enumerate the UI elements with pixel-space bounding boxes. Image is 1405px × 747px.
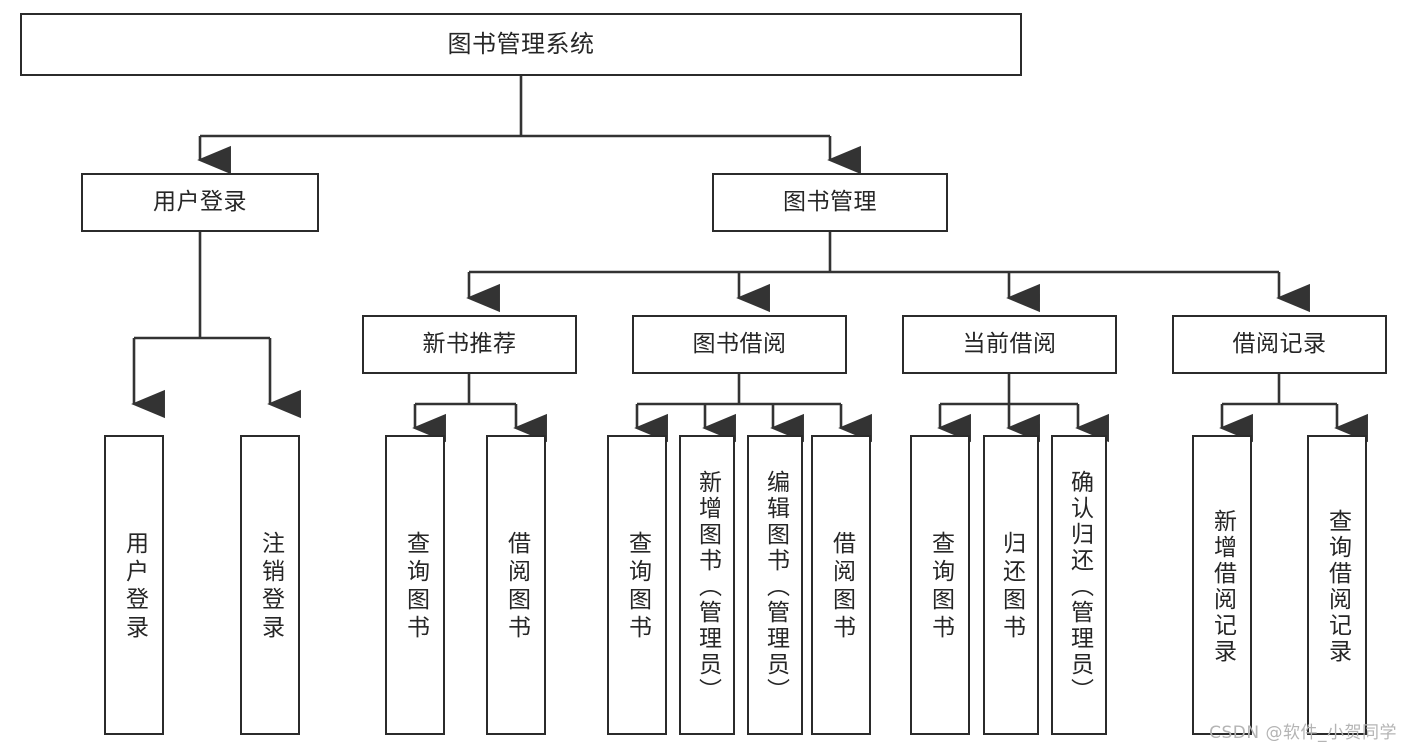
node-user-login[interactable]: 用户登录 <box>81 173 319 232</box>
node-label: 当前借阅 <box>962 330 1057 357</box>
node-label: 新增借阅记录 <box>1209 509 1236 665</box>
node-book-management[interactable]: 图书管理 <box>712 173 948 232</box>
node-label: 查询图书 <box>927 531 954 643</box>
node-root-book-management-system[interactable]: 图书管理系统 <box>20 13 1022 76</box>
node-label: 查询图书 <box>624 531 651 643</box>
node-label: 确认归还（管理员） <box>1066 470 1093 704</box>
node-label: 查询图书 <box>402 531 429 643</box>
csdn-watermark: CSDN @软件_小贺同学 <box>1209 723 1397 743</box>
leaf-book-borrow-edit-book-admin[interactable]: 编辑图书（管理员） <box>747 435 803 735</box>
node-label: 新书推荐 <box>422 330 517 357</box>
node-label: 归还图书 <box>998 531 1025 643</box>
node-label: 编辑图书（管理员） <box>762 470 789 704</box>
leaf-book-borrow-borrow-books[interactable]: 借阅图书 <box>811 435 871 735</box>
node-label: 借阅记录 <box>1232 330 1327 357</box>
node-label: 查询借阅记录 <box>1324 509 1351 665</box>
node-label: 借阅图书 <box>503 531 530 643</box>
leaf-user-login-signout[interactable]: 注销登录 <box>240 435 300 735</box>
node-label: 图书管理 <box>783 188 877 215</box>
leaf-book-borrow-query-books[interactable]: 查询图书 <box>607 435 667 735</box>
node-label: 借阅图书 <box>828 531 855 643</box>
node-label: 新增图书（管理员） <box>694 470 721 704</box>
leaf-new-book-borrow-books[interactable]: 借阅图书 <box>486 435 546 735</box>
leaf-new-book-query-books[interactable]: 查询图书 <box>385 435 445 735</box>
node-label: 注销登录 <box>257 531 284 643</box>
node-label: 图书管理系统 <box>447 30 595 59</box>
node-current-borrowing[interactable]: 当前借阅 <box>902 315 1117 374</box>
node-label: 用户登录 <box>121 531 148 643</box>
leaf-current-borrow-return-books[interactable]: 归还图书 <box>983 435 1039 735</box>
node-new-book-recommendation[interactable]: 新书推荐 <box>362 315 577 374</box>
leaf-user-login-signin[interactable]: 用户登录 <box>104 435 164 735</box>
leaf-current-borrow-query-books[interactable]: 查询图书 <box>910 435 970 735</box>
leaf-current-borrow-confirm-return-admin[interactable]: 确认归还（管理员） <box>1051 435 1107 735</box>
node-label: 图书借阅 <box>692 330 787 357</box>
leaf-borrow-record-add-record[interactable]: 新增借阅记录 <box>1192 435 1252 735</box>
leaf-borrow-record-query-record[interactable]: 查询借阅记录 <box>1307 435 1367 735</box>
node-borrowing-record[interactable]: 借阅记录 <box>1172 315 1387 374</box>
leaf-book-borrow-add-book-admin[interactable]: 新增图书（管理员） <box>679 435 735 735</box>
node-book-borrowing[interactable]: 图书借阅 <box>632 315 847 374</box>
node-label: 用户登录 <box>153 188 247 215</box>
